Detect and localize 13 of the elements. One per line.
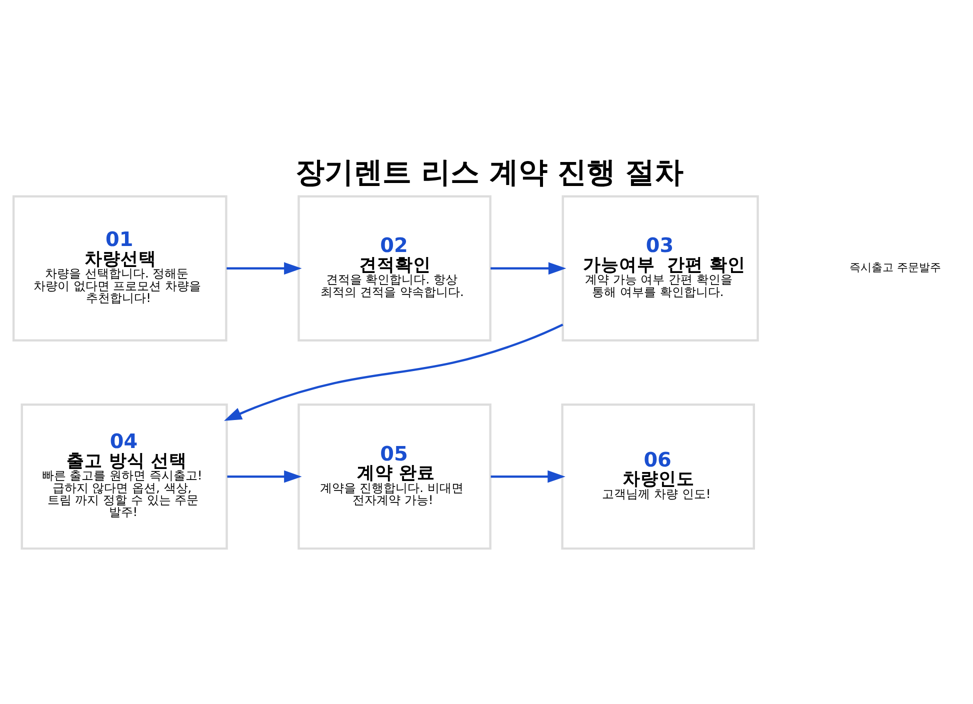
arrow [226,262,302,275]
diagram-title: 장기렌트 리스 계약 진행 절차 [294,154,684,189]
node-box: 06 차량인도 고객님께 차량 인도! [560,404,754,550]
node-box: 01 차량선택 차량을 선택합니다. 정해둔 차량이 없다면 프로모션 차량을 추천합니다! [12,195,227,342]
arrow [490,470,565,483]
arrow [224,324,563,421]
node-box: 02 견적확인 견적을 확인합니다. 항상 최적의 견적을 약속합니다. [297,195,491,342]
arrow [490,262,566,275]
label: 즉시출고 주문발주 [849,261,941,274]
node-box: 03 가능여부 간편 확인 계약 가능 여부 간편 확인을 통해 여부를 확인합니다. [561,195,758,342]
arrow [226,470,302,483]
node-box: 04 출고 방식 선택 빠른 출고를 원하면 즉시출고! 급하지 않다면 옵션, 색상, 트림 까지 정할 수 있는 주문 발주! [20,404,228,550]
node-box: 05 계약 완료 계약을 진행합니다. 비대면 전자계약 가능! [297,404,491,550]
